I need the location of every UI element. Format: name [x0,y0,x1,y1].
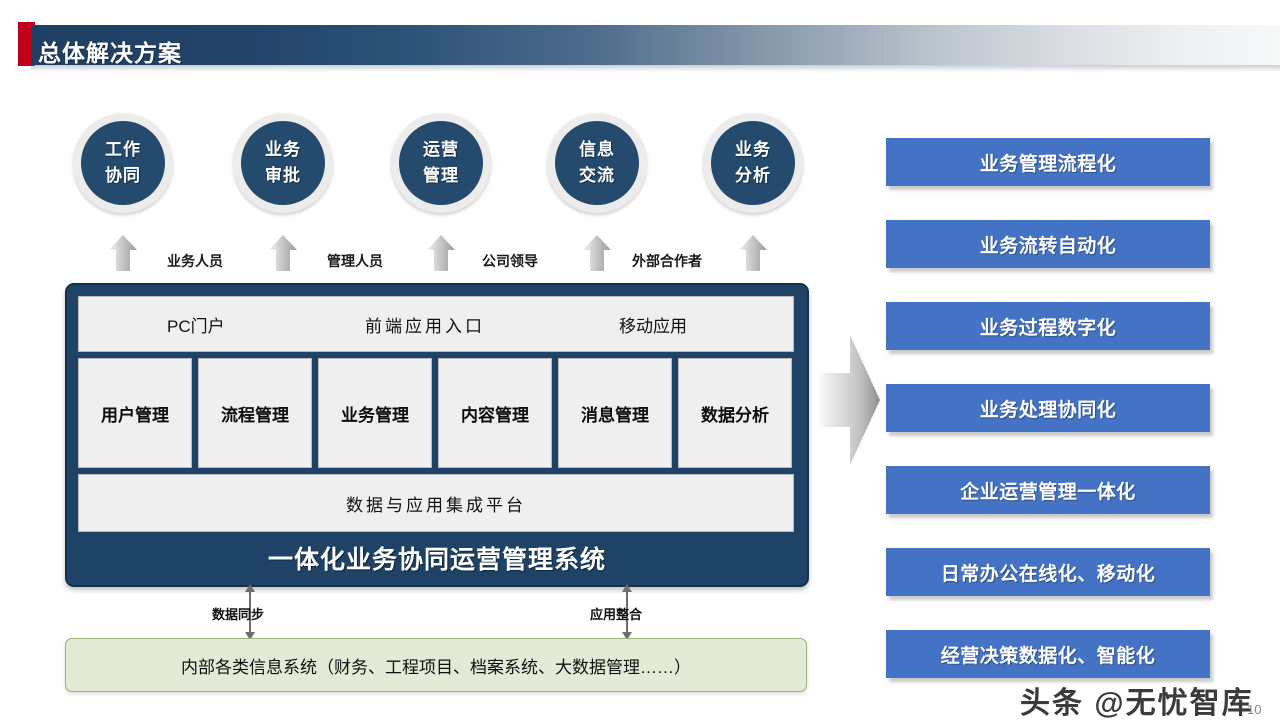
role-label-4: 外部合作者 [632,253,702,269]
integration-platform-label: 数据与应用集成平台 [346,495,526,515]
connector-label-app-integration: 应用整合 [590,607,643,622]
role-circle-4-line2: 交流 [579,166,615,185]
internal-systems-label: 内部各类信息系统（财务、工程项目、档案系统、大数据管理……） [181,657,691,677]
module-message-management[interactable]: 消息管理 [558,358,672,468]
module-data-analysis[interactable]: 数据分析 [678,358,792,468]
connector-label-data-sync: 数据同步 [212,607,265,622]
module-process-management[interactable]: 流程管理 [198,358,312,468]
sync-connector-arrow-icon [243,584,257,640]
role-circle-2-inner: 业务 审批 [241,121,325,205]
page-title: 总体解决方案 [38,40,182,66]
role-circle-3-line2: 管理 [423,166,459,185]
watermark: 头条 @无忧智库 [1020,687,1254,720]
big-right-arrow-icon [818,335,880,465]
role-circle-5-inner: 业务 分析 [711,121,795,205]
role-circle-3[interactable]: 运营 管理 [391,113,491,213]
up-arrow-icon-5 [739,235,767,271]
module-content-management[interactable]: 内容管理 [438,358,552,468]
outcome-bar-6[interactable]: 日常办公在线化、移动化 [886,548,1210,596]
role-circle-2[interactable]: 业务 审批 [233,113,333,213]
outcome-bar-1[interactable]: 业务管理流程化 [886,138,1210,186]
internal-systems-box: 内部各类信息系统（财务、工程项目、档案系统、大数据管理……） [65,638,807,692]
module-business-management[interactable]: 业务管理 [318,358,432,468]
module-user-management[interactable]: 用户管理 [78,358,192,468]
role-circle-1-inner: 工作 协同 [81,121,165,205]
slide-header: 总体解决方案 [0,22,1280,72]
role-circle-3-inner: 运营 管理 [399,121,483,205]
up-arrow-icon-4 [583,235,611,271]
role-label-2: 管理人员 [327,253,383,269]
integration-platform-panel: 数据与应用集成平台 [78,474,794,532]
integration-connector-arrow-icon [620,584,634,640]
role-label-3: 公司领导 [482,253,538,269]
up-arrow-icon-3 [427,235,455,271]
role-circle-1-line1: 工作 [105,140,141,159]
module-row: 用户管理 流程管理 业务管理 内容管理 消息管理 数据分析 [78,358,792,468]
header-red-accent [18,22,35,66]
outcome-bar-3[interactable]: 业务过程数字化 [886,302,1210,350]
outcome-bar-7[interactable]: 经营决策数据化、智能化 [886,630,1210,678]
role-circle-4[interactable]: 信息 交流 [547,113,647,213]
role-circle-1-line2: 协同 [105,166,141,185]
system-architecture-box: PC门户 前端应用入口 移动应用 用户管理 流程管理 业务管理 内容管理 消息管… [65,283,809,587]
entry-mobile-app: 移动应用 [619,316,687,336]
role-circle-4-line1: 信息 [579,140,615,159]
role-circle-3-line1: 运营 [423,140,459,159]
role-circle-5-line2: 分析 [735,166,771,185]
entry-pc-portal: PC门户 [167,316,225,336]
up-arrow-icon-1 [109,235,137,271]
header-gradient-bar [31,25,1280,65]
system-name-title: 一体化业务协同运营管理系统 [267,546,606,574]
role-circle-5[interactable]: 业务 分析 [703,113,803,213]
outcome-bar-5[interactable]: 企业运营管理一体化 [886,466,1210,514]
entry-frontend-title: 前端应用入口 [365,316,485,336]
role-circle-2-line2: 审批 [265,166,301,185]
page-number: 10 [1247,702,1262,717]
role-circle-5-line1: 业务 [735,140,771,159]
header-shadow [31,65,1280,72]
frontend-entry-row: PC门户 前端应用入口 移动应用 [78,296,794,352]
role-circle-2-line1: 业务 [265,140,301,159]
role-label-1: 业务人员 [167,253,223,269]
role-circle-1[interactable]: 工作 协同 [73,113,173,213]
up-arrow-icon-2 [269,235,297,271]
outcome-bar-4[interactable]: 业务处理协同化 [886,384,1210,432]
role-circle-4-inner: 信息 交流 [555,121,639,205]
outcome-bar-2[interactable]: 业务流转自动化 [886,220,1210,268]
